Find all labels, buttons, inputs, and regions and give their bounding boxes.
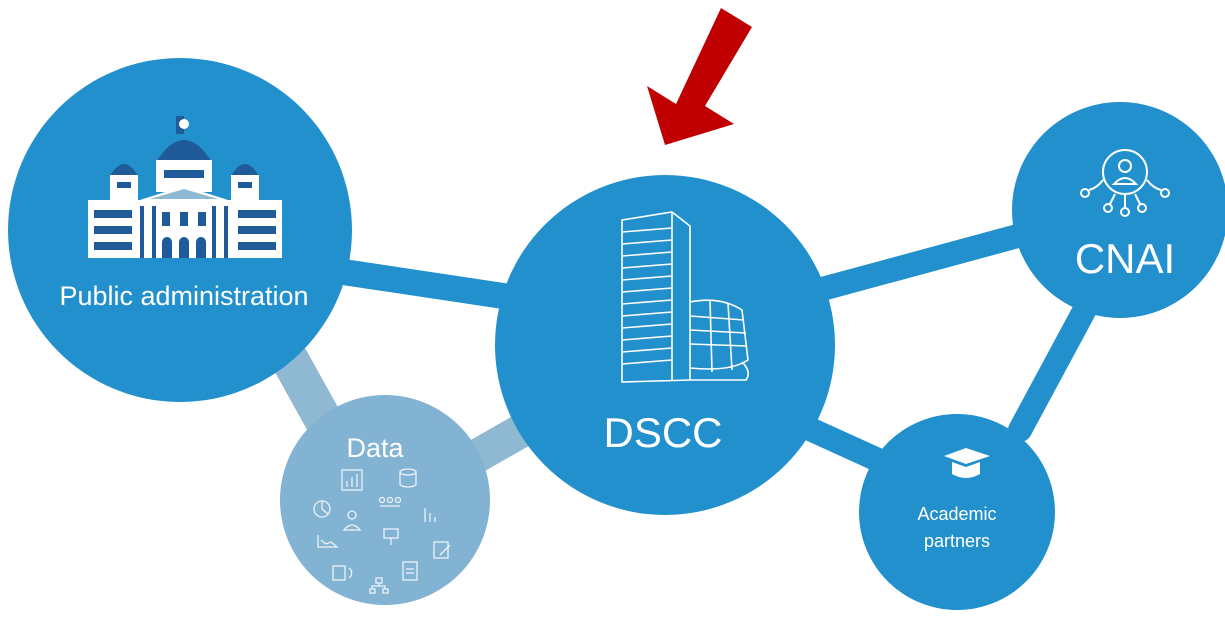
database-icon [399,468,417,488]
red-arrow-icon [647,8,752,145]
node-academic-partners[interactable]: Academic partners [859,414,1055,610]
cnai-circle [1012,102,1225,318]
parliament-building-icon [88,116,282,258]
person-chart-icon [342,510,362,531]
column-chart-icon [424,508,436,522]
academic-partners-label-line1: Academic [917,504,996,524]
office-tower-icon [621,211,750,383]
connector-cnai-academic [1008,288,1102,442]
node-dscc[interactable]: DSCC [495,175,835,515]
academic-partners-circle [859,414,1055,610]
document-icon [402,561,418,581]
cnai-label: CNAI [1075,235,1175,282]
calculator-icon [332,565,353,581]
network-person-icon [1080,149,1170,217]
dscc-label: DSCC [603,409,722,456]
graduation-cap-icon [944,448,990,478]
data-analytics-icons [313,468,451,594]
public-administration-label: Public administration [59,281,308,311]
group-icon [378,496,402,507]
connector-dscc-cnai [788,218,1052,307]
node-public-administration[interactable]: Public administration [8,58,352,402]
connector-public-admin-dscc [317,257,543,313]
academic-partners-label-line2: partners [924,531,990,551]
pie-chart-icon [313,500,331,518]
line-chart-icon [317,535,338,548]
node-cnai[interactable]: CNAI [1012,102,1225,318]
hierarchy-icon [369,577,389,594]
presentation-icon [383,528,399,545]
dscc-circle [495,175,835,515]
report-edit-icon [433,541,451,559]
data-label: Data [346,433,404,463]
node-data[interactable]: Data [280,395,490,605]
bar-chart-icon [341,469,363,491]
